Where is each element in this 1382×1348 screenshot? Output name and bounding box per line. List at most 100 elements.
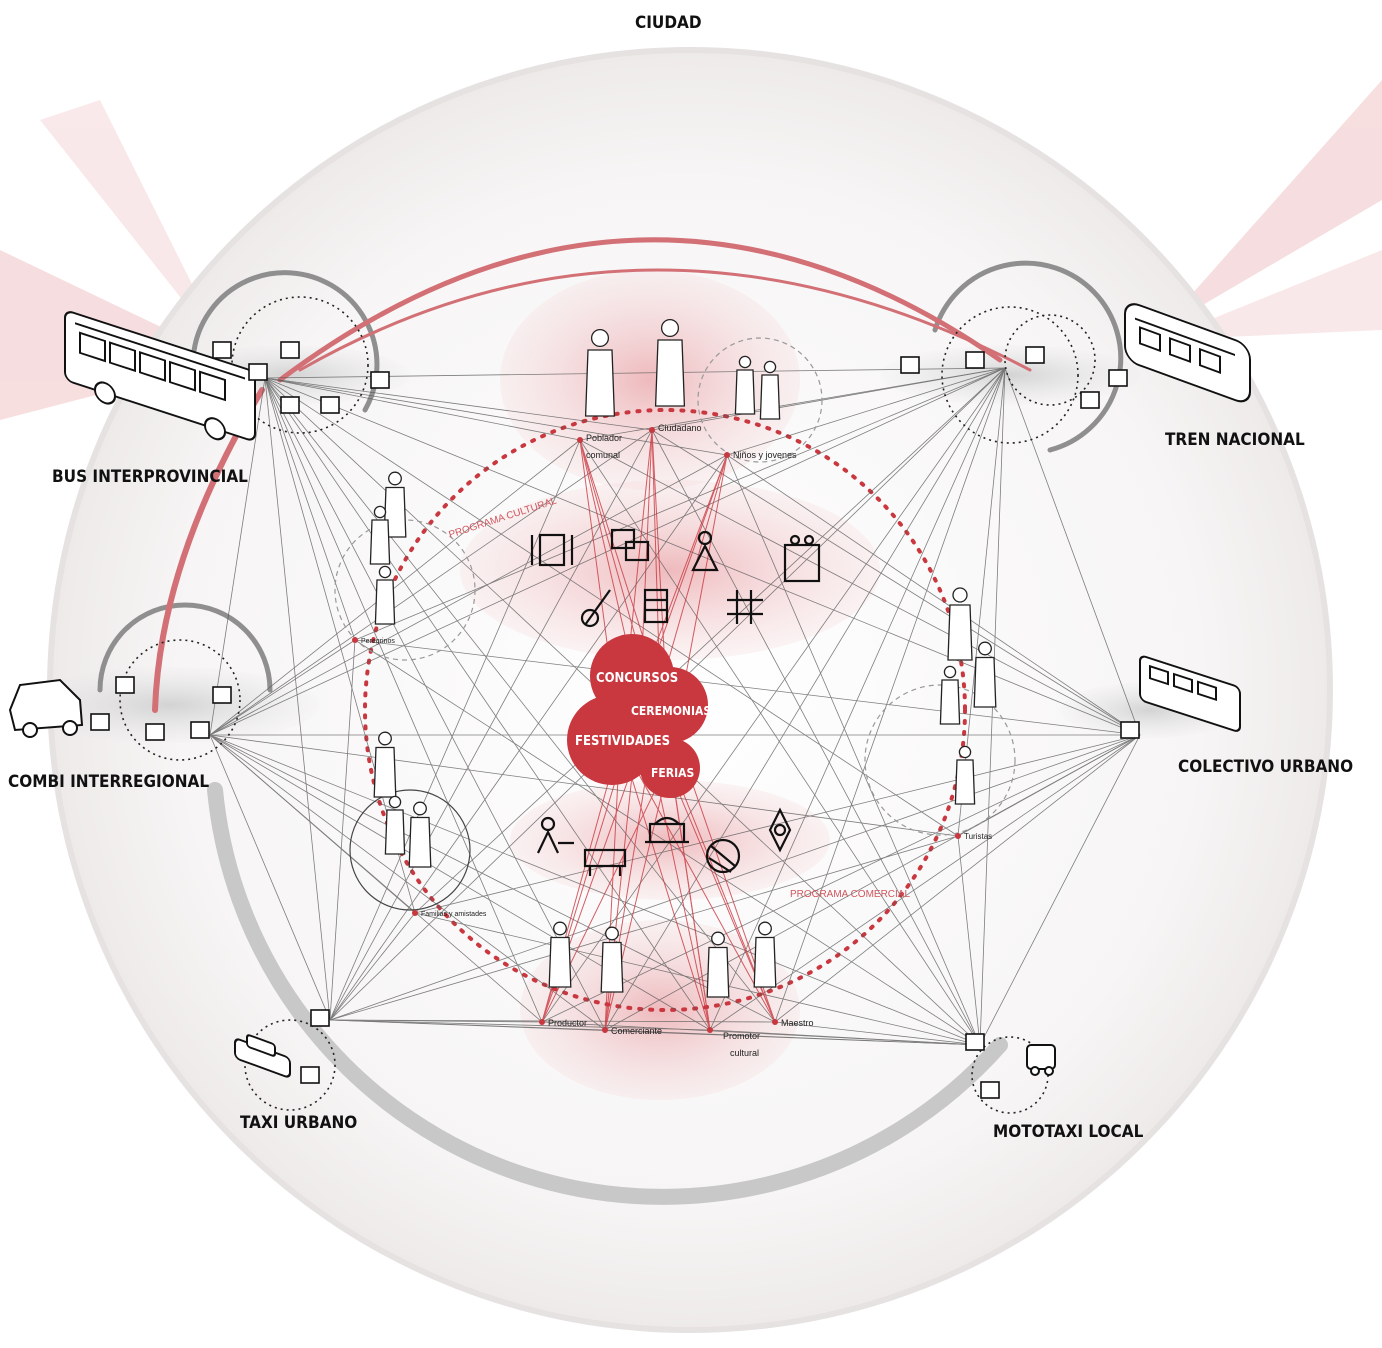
food-icon [530,533,574,567]
activity-bubbles [567,634,708,798]
hub-actor-link [414,734,1141,914]
market-icon [645,816,689,844]
hub-actor-link [709,734,1141,1031]
hub-actor-link [414,367,1006,914]
label-tren: TREN NACIONAL [1165,430,1305,450]
station-icon [370,371,390,389]
person-figure [584,328,616,417]
label-taxi: TAXI URBANO [240,1113,357,1133]
actor-dots [352,427,961,1033]
hub-actor-link [209,429,653,736]
station-icon [980,1081,1000,1099]
hub-actor-link [264,377,653,431]
hub-link [979,734,1141,1046]
mototaxi-icon [1026,1044,1056,1076]
actor-ninos: Niños y jovenes [733,450,797,460]
hub-actor-link [709,367,1006,1031]
station-icon [115,676,135,694]
hub-actor-link [726,454,1141,736]
hub-actor-link [651,367,1006,431]
person-figure [654,318,686,407]
grey-arcs [97,260,1124,1205]
actor-productor: Productor [548,1018,587,1028]
person-figure [939,665,961,725]
station-icon [1080,391,1100,409]
actor-activity-link [619,739,776,1023]
hub-actor-link [604,1029,981,1046]
hub-actor-link [414,912,981,1046]
people-figures [369,318,997,998]
station-icon [280,341,300,359]
hub-link [264,377,331,1021]
station-icon [1108,369,1128,387]
person-figure [753,921,777,988]
person-figure [954,745,976,805]
person-figure [408,801,432,868]
person-figure [600,926,624,993]
person-figure [734,355,756,415]
network-lines [209,367,1141,1046]
hub-actor-link [264,377,356,641]
station-icon [1120,721,1140,739]
hub-actor-link [541,367,1006,1023]
station-icon [248,363,268,381]
hub-actor-link [774,734,1141,1023]
hub-actor-link [354,367,1006,641]
actor-poblador-2: comunal [586,450,620,460]
city-title: CIUDAD [635,13,702,33]
hub-actor-link [541,734,1141,1023]
bubble-ferias: FERIAS [651,766,694,780]
station-icon [320,396,340,414]
actor-poblador-1: Poblador [586,433,622,443]
person-figure [383,471,407,538]
hub-link [329,734,1141,1021]
actor-maestro: Maestro [781,1018,814,1028]
label-mototaxi: MOTOTAXI LOCAL [993,1122,1144,1142]
hub-actor-link [209,639,356,736]
hub-link [1004,367,1141,736]
train-icon [1124,303,1251,403]
person-figure [384,795,406,855]
dance-icon [691,530,719,572]
hub-actor-link [329,1019,606,1031]
actor-promotor-2: cultural [730,1048,759,1058]
actor-comerciante: Comerciante [611,1026,662,1036]
programa-comercial-label: PROGRAMA COMERCIAL [790,889,910,900]
hub-actor-link [264,377,711,1031]
bubble-ceremonias: CEREMONIAS [631,704,711,718]
station-icon [300,1066,320,1084]
hub-actor-link [209,734,606,1031]
hub-actor-link [209,734,959,837]
hub-actor-link [329,912,416,1021]
hub-link [209,377,266,736]
person-figure [548,921,572,988]
inner-dotted-circle [363,408,967,1012]
hub-link [209,734,981,1046]
station-icon [90,713,110,731]
hub-actor-link [726,454,981,1046]
hub-actor-link [264,377,581,441]
station-icon [145,723,165,741]
station-icon [965,351,985,369]
station-icon [212,686,232,704]
station-icon [965,1033,985,1051]
station-icon [1025,346,1045,364]
actor-activity-link [669,759,711,1031]
hub-actor-link [264,377,606,1031]
craft-icon [783,534,821,583]
yarn-icon [705,838,741,874]
hub-actor-link [709,1029,981,1046]
actor-activity-link [619,739,711,1031]
label-bus: BUS INTERPROVINCIAL [52,467,248,487]
ceremony-icon [768,807,792,853]
bubble-festividades: FESTIVIDADES [575,734,670,749]
cultural-blob-top [500,270,800,490]
hub-actor-link [209,734,776,1023]
cultural-blob [460,480,880,660]
hub-link [209,367,1006,736]
person-figure [373,731,397,798]
artisan-icon [537,816,574,854]
actor-peregrinos: Peregrinos [361,638,395,645]
loom-icon [643,588,669,624]
